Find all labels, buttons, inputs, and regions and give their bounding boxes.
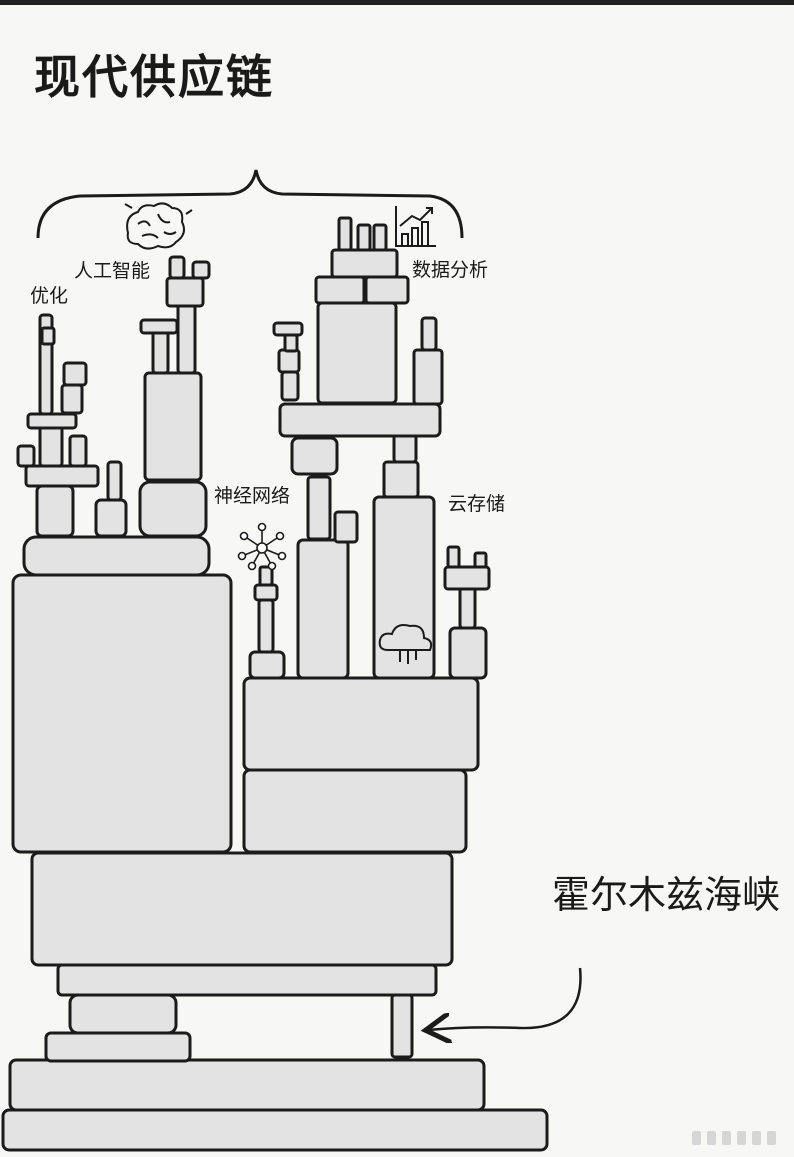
optimization-label: 优化 — [30, 285, 69, 307]
ai-base-block — [138, 480, 208, 538]
hormuz-pillar — [390, 993, 414, 1059]
stacked-block — [448, 626, 488, 680]
left-small-block — [35, 484, 75, 538]
base-step-left — [44, 1031, 192, 1063]
data-analysis-label: 数据分析 — [412, 259, 489, 281]
stacked-block — [272, 321, 304, 337]
stacked-block — [356, 223, 372, 252]
grouping-brace — [36, 169, 464, 239]
strait-label: 霍尔木兹海峡 — [552, 873, 781, 917]
stacked-block — [277, 348, 301, 374]
stacked-block — [253, 583, 279, 602]
stacked-block — [420, 316, 438, 352]
stacked-block — [443, 565, 491, 591]
stacked-block — [283, 333, 299, 353]
bar-chart-icon — [395, 206, 436, 247]
middle-pillar — [296, 538, 350, 680]
large-base-block — [30, 851, 454, 967]
right-upper-block — [242, 676, 480, 772]
neural-network-label: 神经网络 — [214, 485, 291, 507]
stacked-block — [94, 498, 128, 538]
cloud-storage-label: 云存储 — [448, 493, 506, 515]
stacked-block — [446, 545, 461, 569]
ai-label: 人工智能 — [74, 260, 151, 282]
stacked-block — [364, 275, 410, 305]
stacked-block — [280, 370, 300, 402]
stacked-block — [382, 460, 420, 499]
stacked-block — [168, 255, 186, 280]
cloud-icon — [378, 624, 433, 664]
stacked-block — [60, 383, 84, 415]
stacked-block — [16, 444, 36, 468]
stacked-block — [106, 460, 123, 502]
stacked-block — [290, 436, 339, 476]
stacked-block — [68, 434, 88, 468]
data-platform — [278, 402, 442, 438]
stacked-block — [26, 412, 78, 430]
stacked-block — [248, 650, 286, 680]
ground-slab-bottom — [1, 1108, 549, 1152]
stacked-block — [40, 326, 56, 346]
ground-slab — [8, 1058, 486, 1112]
stacked-block — [330, 248, 399, 279]
stacked-block — [151, 329, 170, 375]
stacked-block — [314, 275, 366, 305]
brain-icon — [124, 202, 193, 250]
ai-column — [143, 371, 203, 482]
stacked-block — [333, 510, 359, 544]
stacked-block — [372, 223, 388, 252]
base-step-left-top — [68, 993, 178, 1035]
stacked-block — [337, 216, 353, 252]
stacked-block — [176, 303, 197, 375]
right-lower-block — [242, 768, 468, 854]
stacked-block — [412, 348, 444, 406]
curved-arrow-icon — [428, 967, 582, 1030]
left-tall-block — [11, 573, 233, 854]
top-border — [0, 0, 794, 5]
stacked-block — [306, 475, 332, 541]
stacked-block — [257, 598, 275, 654]
stacked-block — [458, 586, 477, 630]
stacked-block — [62, 361, 88, 387]
left-platform — [22, 535, 211, 577]
stacked-block — [165, 276, 205, 308]
page-title: 现代供应链 — [34, 50, 274, 104]
left-ledge — [24, 464, 100, 488]
stacked-block — [191, 260, 211, 280]
neural-network-icon — [237, 522, 287, 571]
stacked-block — [258, 565, 274, 587]
data-column — [316, 301, 398, 405]
wide-ledge — [56, 963, 438, 997]
stacked-block — [473, 551, 488, 569]
stacked-block — [139, 318, 179, 335]
watermark-dots — [692, 1131, 776, 1145]
